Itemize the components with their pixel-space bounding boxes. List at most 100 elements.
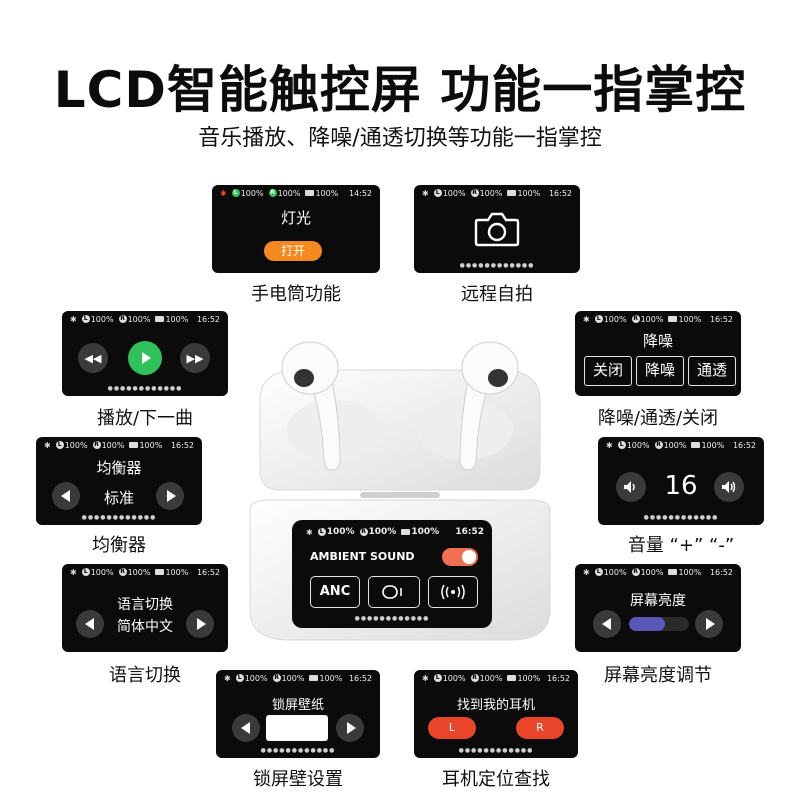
wallpaper-prev-button[interactable]	[232, 714, 260, 742]
caption-camera: 远程自拍	[461, 284, 533, 305]
brightness-up-button[interactable]	[695, 610, 723, 638]
caption-wallpaper: 锁屏壁设置	[253, 769, 343, 790]
page-dots: ●●●●●●●●●●●●	[459, 262, 535, 269]
speaker-high-icon	[722, 481, 736, 493]
caption-findbuds: 耳机定位查找	[442, 769, 550, 790]
bluetooth-icon: ✱	[583, 567, 590, 577]
language-next-button[interactable]	[186, 610, 214, 638]
volume-up-button[interactable]	[714, 472, 744, 502]
wallpaper-next-button[interactable]	[336, 714, 364, 742]
page-dots: ●●●●●●●●●●●●	[354, 615, 430, 622]
screen-title: 语言切换	[117, 597, 173, 613]
screen-title: 均衡器	[96, 459, 142, 477]
flashlight-on-button[interactable]: 打开	[264, 241, 322, 261]
caption-playback: 播放/下一曲	[96, 408, 194, 429]
anc-off-button[interactable]: 关闭	[584, 356, 632, 386]
volume-value: 16	[664, 471, 698, 501]
chevron-left-icon	[84, 618, 94, 630]
page-dots: ●●●●●●●●●●●●	[643, 514, 719, 521]
ambient-sound-toggle[interactable]	[442, 548, 478, 566]
brightness-down-button[interactable]	[593, 610, 621, 638]
bluetooth-icon: ✱	[422, 673, 429, 683]
caption-eq: 均衡器	[92, 535, 146, 556]
bluetooth-icon: ✱	[70, 567, 77, 577]
chevron-right-icon	[196, 618, 206, 630]
language-prev-button[interactable]	[76, 610, 104, 638]
battery-icon	[401, 529, 411, 535]
volume-down-button[interactable]	[616, 472, 646, 502]
screen-title: 锁屏壁纸	[271, 698, 324, 713]
caption-language: 语言切换	[109, 665, 181, 686]
battery-icon	[507, 190, 517, 196]
page-dots: ●●●●●●●●●●●●	[107, 385, 183, 392]
page-dots: ●●●●●●●●●●●●	[81, 514, 157, 521]
page-title: LCD智能触控屏 功能一指掌控	[53, 61, 747, 119]
play-button[interactable]	[128, 341, 162, 375]
battery-icon	[309, 675, 319, 681]
speaker-low-icon	[624, 481, 635, 493]
battery-icon	[691, 442, 701, 448]
battery-icon	[129, 442, 139, 448]
bluetooth-icon: ✱	[306, 527, 313, 537]
brightness-slider[interactable]	[629, 617, 689, 631]
bluetooth-icon: ✱	[220, 188, 227, 198]
caption-brightness: 屏幕亮度调节	[604, 665, 712, 686]
battery-icon	[668, 316, 678, 322]
next-track-button[interactable]: ▶▶	[180, 343, 210, 373]
play-icon	[141, 352, 151, 364]
bluetooth-icon: ✱	[224, 673, 231, 683]
previous-track-button[interactable]: ◀◀	[78, 343, 108, 373]
camera-icon[interactable]	[474, 211, 520, 247]
anc-on-button[interactable]: 降噪	[636, 356, 684, 386]
chevron-left-icon	[240, 722, 250, 734]
battery-icon	[305, 190, 315, 196]
find-left-button[interactable]: L	[428, 717, 476, 739]
screen-title: 降噪	[642, 332, 673, 350]
transparency-button[interactable]: 通透	[688, 356, 736, 386]
eq-next-button[interactable]	[156, 482, 184, 510]
rewind-icon: ◀◀	[84, 351, 102, 365]
eq-value: 标准	[103, 489, 134, 507]
caption-volume: 音量 “+” “-”	[627, 535, 735, 556]
find-right-button[interactable]: R	[516, 717, 564, 739]
battery-icon	[668, 569, 678, 575]
caption-anc: 降噪/通透/关闭	[597, 408, 719, 429]
sound-wave-icon	[441, 584, 465, 600]
battery-icon	[507, 675, 517, 681]
anc-mode-button[interactable]: ANC	[310, 576, 360, 608]
caption-flashlight: 手电筒功能	[251, 284, 341, 305]
language-value: 简体中文	[117, 619, 173, 635]
battery-icon	[155, 569, 165, 575]
screen-title: 找到我的耳机	[456, 698, 535, 713]
wallpaper-preview[interactable]	[266, 715, 328, 741]
chevron-left-icon	[60, 490, 70, 502]
bluetooth-icon: ✱	[44, 440, 51, 450]
battery-icon	[155, 316, 165, 322]
eq-prev-button[interactable]	[52, 482, 80, 510]
ear-icon	[382, 585, 402, 599]
chevron-right-icon	[166, 490, 176, 502]
chevron-right-icon	[705, 618, 715, 630]
noise-mode-button[interactable]	[428, 576, 478, 608]
bluetooth-icon: ✱	[583, 314, 590, 324]
transparency-mode-button[interactable]	[368, 576, 420, 608]
